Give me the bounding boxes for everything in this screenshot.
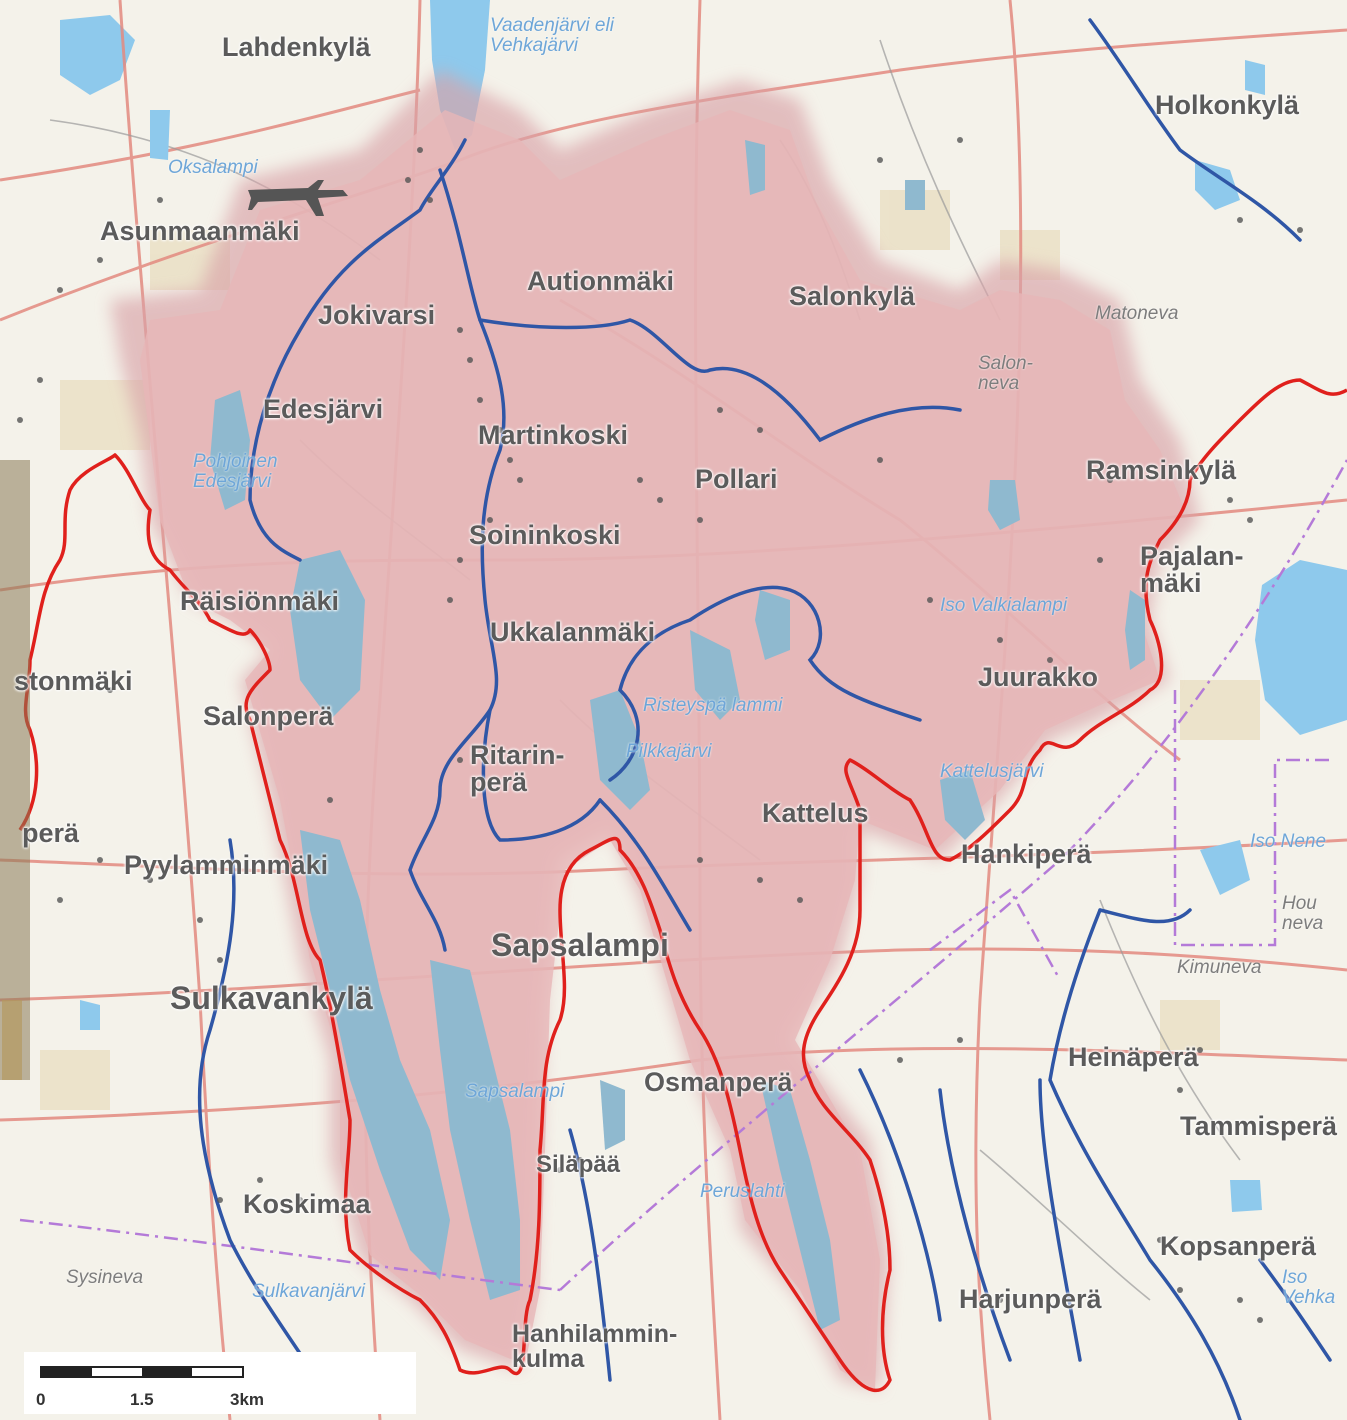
place-label: Ritarin- perä — [470, 740, 565, 797]
place-label: Ramsinkylä — [1086, 455, 1237, 485]
scale-bar-segments — [40, 1366, 244, 1378]
place-label: Sapsalampi — [491, 927, 669, 963]
water-label: Risteyspä lammi — [643, 695, 783, 716]
water-label: Sapsalampi — [465, 1081, 565, 1102]
water-label: Iso Vehka — [1282, 1267, 1336, 1308]
water-label: Iso Nene — [1250, 831, 1327, 852]
water-label: Pilkkajärvi — [626, 741, 712, 762]
water-label: Vaadenjärvi eli Vehkajärvi — [490, 15, 614, 56]
place-label: Holkonkylä — [1155, 90, 1300, 120]
place-label: Tammisperä — [1180, 1111, 1338, 1141]
place-label: Salonperä — [203, 701, 334, 731]
place-label: Martinkoski — [478, 420, 629, 450]
place-label: Autionmäki — [527, 266, 675, 296]
place-label: Juurakko — [978, 662, 1099, 692]
settlement-dots — [17, 137, 1303, 1323]
place-label: Räisiönmäki — [180, 586, 340, 616]
water-label: Sulkavanjärvi — [252, 1281, 365, 1302]
place-label: Kopsanperä — [1160, 1231, 1317, 1261]
lake-right — [1255, 560, 1347, 735]
place-label: Lahdenkylä — [222, 32, 371, 62]
place-label: Hanhilammin- kulma — [512, 1320, 678, 1373]
place-label: Salonkylä — [789, 281, 916, 311]
swamp-label: Matoneva — [1095, 303, 1179, 324]
place-label: Pyylamminmäki — [124, 850, 329, 880]
place-label: Jokivarsi — [318, 300, 436, 330]
place-label: Kattelus — [762, 798, 869, 828]
place-label: Harjunperä — [959, 1284, 1102, 1314]
place-label: Pajalan- mäki — [1140, 541, 1244, 598]
water-label: Peruslahti — [700, 1181, 785, 1202]
scale-label-3km: 3km — [230, 1390, 265, 1409]
place-label: Ukkalanmäki — [490, 617, 656, 647]
lake-top-left — [60, 15, 135, 95]
place-label: Edesjärvi — [263, 394, 384, 424]
scale-label-1-5: 1.5 — [130, 1390, 154, 1409]
swamp-label: Sysineva — [66, 1267, 144, 1288]
water-label: Kattelusjärvi — [940, 761, 1044, 782]
catchment-border — [18, 378, 1347, 1393]
place-label: Sulkavankylä — [170, 980, 373, 1016]
airport-icon — [248, 180, 348, 216]
water-label: Oksalampi — [168, 157, 258, 178]
outside-lakes — [80, 60, 1265, 1212]
place-label: Pollari — [695, 464, 778, 494]
place-label: Osmanperä — [644, 1067, 793, 1097]
water-label: Iso Valkialampi — [940, 595, 1068, 616]
place-label: Siläpää — [536, 1151, 621, 1178]
swamp-label: Kimuneva — [1177, 957, 1262, 978]
place-label: Heinäperä — [1068, 1042, 1199, 1072]
place-label: perä — [22, 818, 80, 848]
scale-bar: 0 1.5 3km — [24, 1352, 416, 1414]
water-label: Pohjoinen Edesjärvi — [193, 451, 278, 492]
photo-strip — [0, 460, 30, 1080]
swamp-label: Salon- neva — [978, 353, 1033, 394]
place-label: Koskimaa — [243, 1189, 371, 1219]
place-label: Hankiperä — [961, 839, 1092, 869]
place-label: Asunmaanmäki — [100, 216, 300, 246]
municipal-border — [19, 459, 1347, 1292]
catchment-lakes — [210, 140, 1145, 1330]
scale-label-0: 0 — [36, 1390, 46, 1409]
rivers — [197, 18, 1332, 1420]
place-label: Soininkoski — [469, 520, 621, 550]
place-label: stonmäki — [14, 666, 133, 696]
swamp-label: Hou neva — [1282, 893, 1324, 934]
